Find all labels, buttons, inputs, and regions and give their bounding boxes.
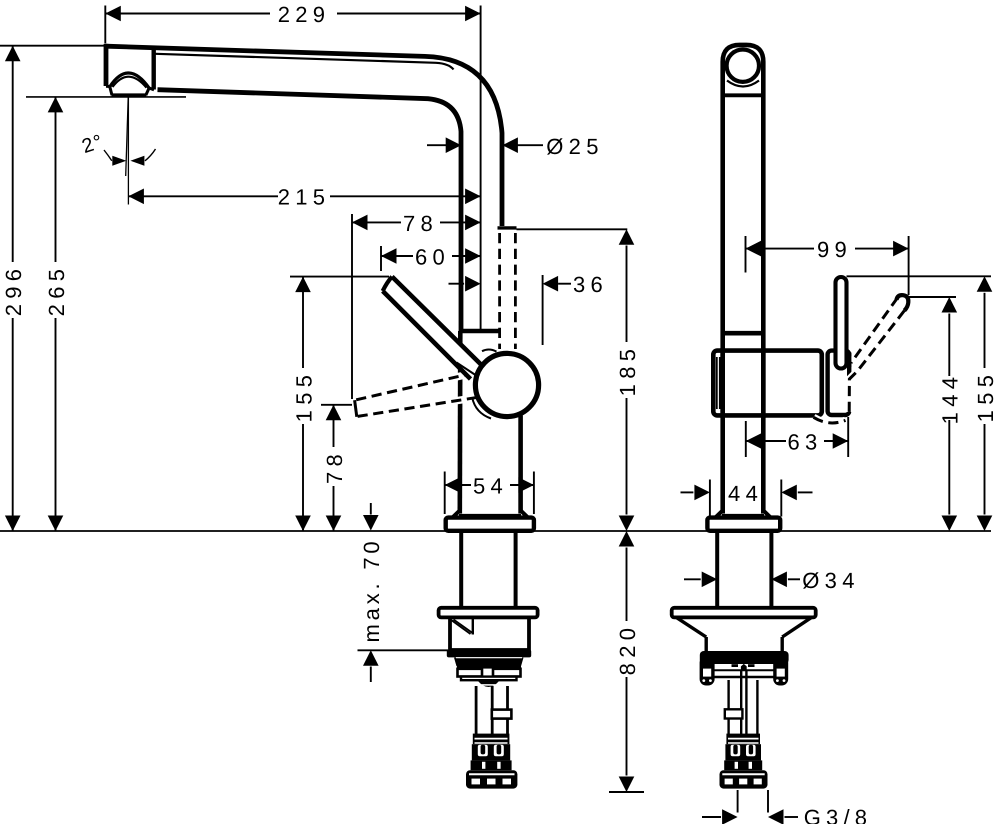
svg-text:78: 78 xyxy=(322,449,347,484)
svg-text:60: 60 xyxy=(415,244,450,269)
svg-text:Ø25: Ø25 xyxy=(546,134,603,159)
svg-text:36: 36 xyxy=(573,272,608,297)
svg-text:155: 155 xyxy=(973,370,998,423)
svg-text:2°: 2° xyxy=(79,131,106,158)
svg-text:229: 229 xyxy=(278,2,331,27)
svg-text:Ø34: Ø34 xyxy=(802,568,859,593)
svg-text:296: 296 xyxy=(1,264,26,317)
svg-text:99: 99 xyxy=(817,237,852,262)
svg-text:155: 155 xyxy=(291,370,316,423)
svg-text:78: 78 xyxy=(403,211,438,236)
svg-text:44: 44 xyxy=(728,481,763,506)
svg-text:54: 54 xyxy=(473,473,508,498)
svg-text:215: 215 xyxy=(278,185,331,210)
svg-text:185: 185 xyxy=(615,344,640,397)
svg-text:max. 70: max. 70 xyxy=(359,538,384,643)
svg-text:144: 144 xyxy=(938,372,963,425)
svg-text:820: 820 xyxy=(615,623,640,676)
svg-text:265: 265 xyxy=(44,264,69,317)
svg-text:G3/8: G3/8 xyxy=(804,805,873,824)
svg-text:63: 63 xyxy=(787,429,822,454)
